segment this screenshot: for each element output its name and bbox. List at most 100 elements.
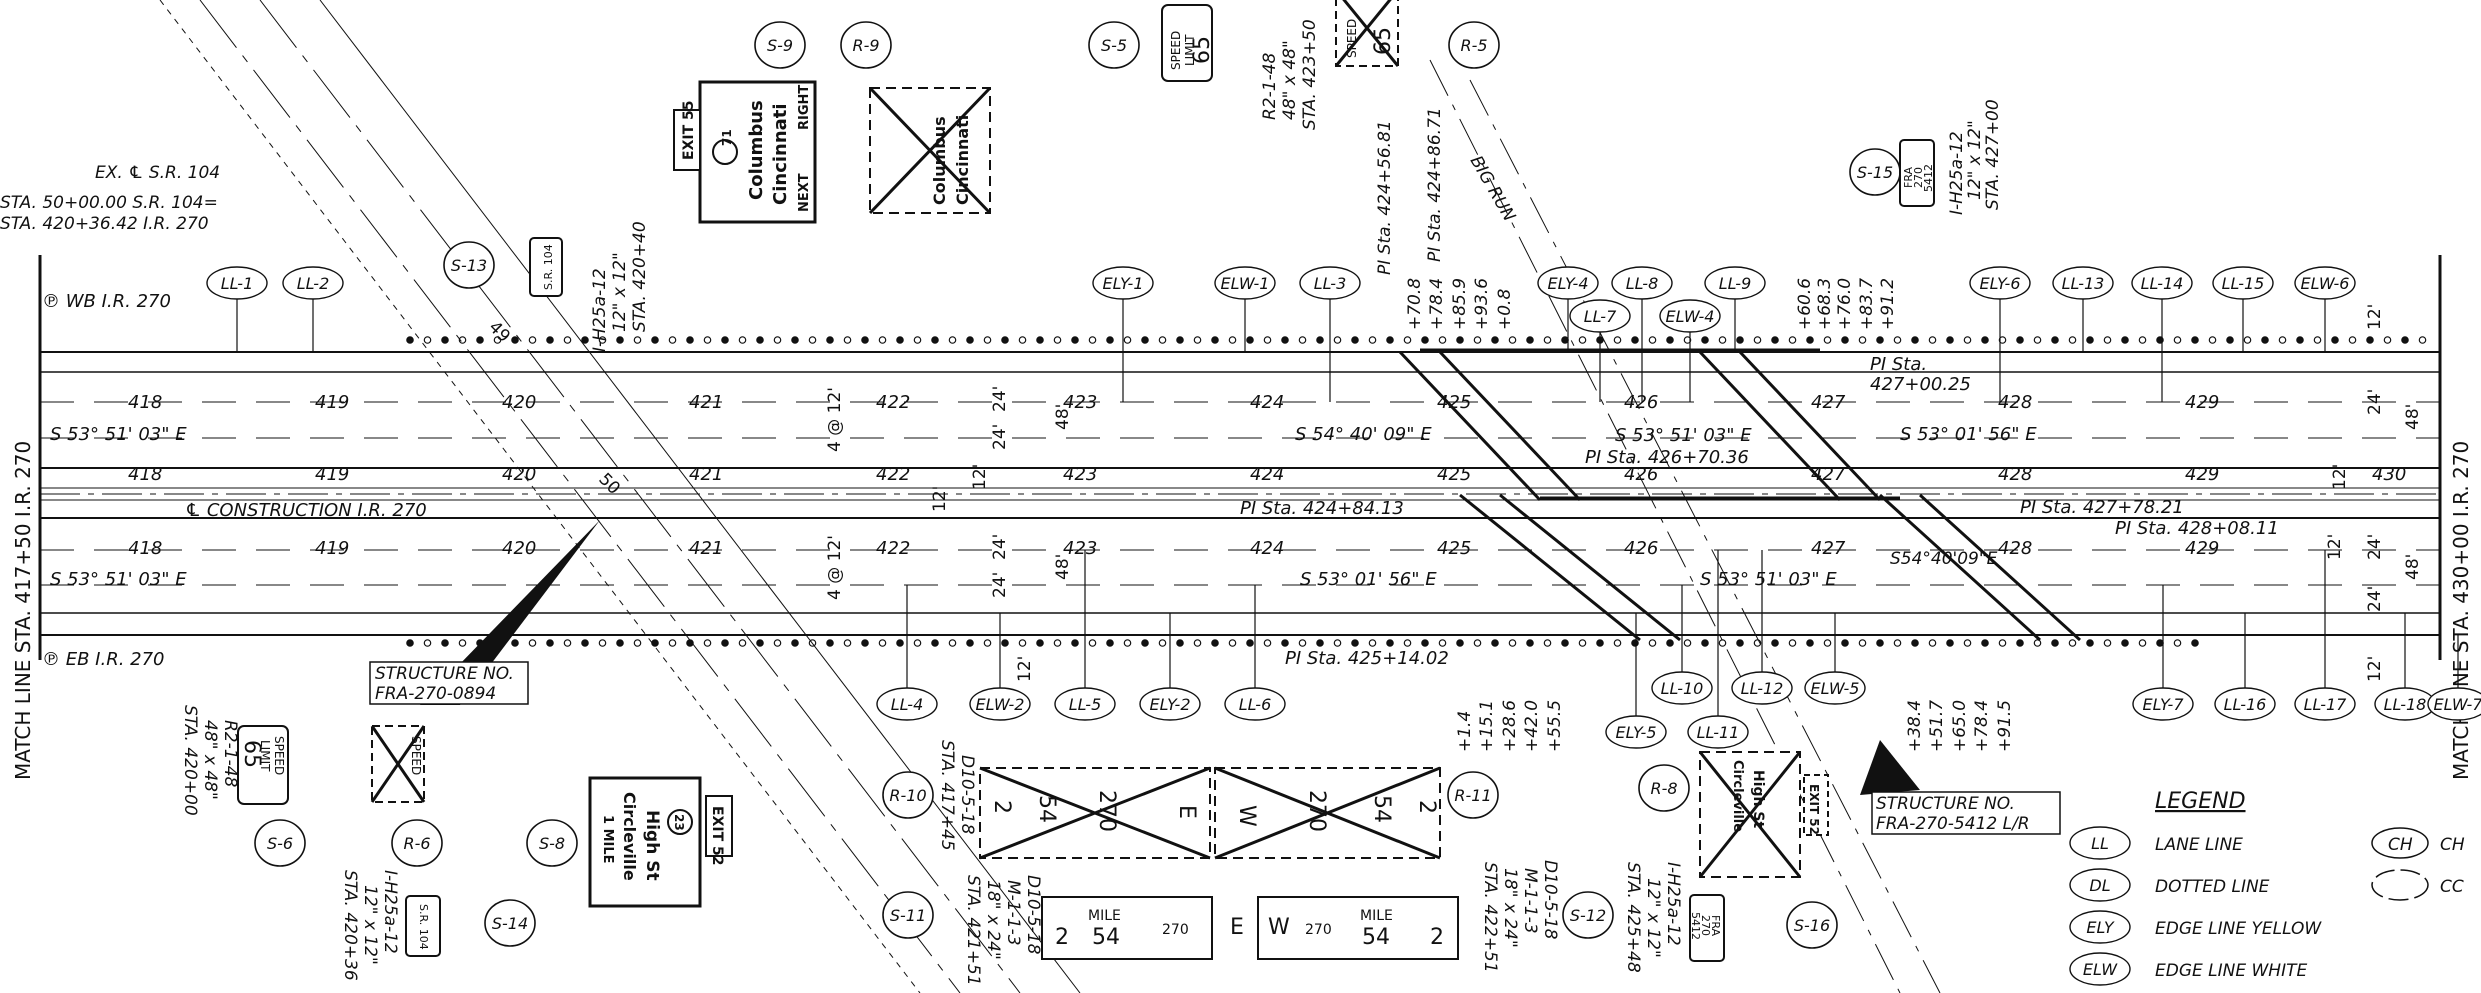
structure-text: FRA-270-0894 bbox=[375, 684, 496, 704]
guardrail-post bbox=[773, 639, 782, 647]
guardrail-post bbox=[1508, 639, 1517, 647]
guardrail-post bbox=[1491, 639, 1499, 647]
guardrail-post bbox=[1001, 639, 1009, 647]
pi-label: PI Sta. 424+84.13 bbox=[1240, 498, 1404, 519]
note-text: D10-5-18 bbox=[1540, 860, 1560, 940]
legend-bubble bbox=[2069, 826, 2131, 860]
sign-notes: R2-1-48 48" x 48" STA. 423+50 I-H25a-12 … bbox=[180, 19, 2003, 985]
callout-label: LL-17 bbox=[2304, 695, 2348, 714]
station-label: 428 bbox=[1998, 464, 2032, 485]
callout-bubble bbox=[2214, 687, 2276, 721]
note-text: STA. 422+51 bbox=[1480, 862, 1500, 973]
guardrail-post bbox=[546, 639, 554, 647]
guardrail-post bbox=[1963, 336, 1972, 344]
callout-label: LL-1 bbox=[221, 274, 254, 293]
station-label: 429 bbox=[2185, 464, 2219, 485]
guide-sign-s9: EXIT 55 71 Columbus Cincinnati NEXT RIGH… bbox=[673, 80, 817, 224]
callout-label: ELW-1 bbox=[1221, 274, 1270, 293]
guardrail-post bbox=[791, 639, 799, 647]
sign-id-circle bbox=[391, 819, 443, 867]
guardrail-post bbox=[651, 639, 659, 647]
callout-bubble bbox=[1054, 687, 1116, 721]
guardrail-post bbox=[2016, 639, 2024, 647]
sign-id-circle bbox=[254, 819, 306, 867]
guardrail-post bbox=[1578, 639, 1587, 647]
sign-text: MILE bbox=[1360, 908, 1393, 924]
guardrail-post bbox=[493, 336, 502, 344]
sign-text: 270 bbox=[1305, 922, 1332, 938]
guardrail-posts bbox=[406, 336, 2427, 647]
sign-text: LIMIT bbox=[258, 740, 272, 772]
guardrail-post bbox=[1036, 336, 1044, 344]
guardrail-post bbox=[1823, 639, 1832, 647]
guardrail-post bbox=[1718, 639, 1727, 647]
bearing-label: S 53° 51' 03" E bbox=[50, 569, 187, 590]
big-run-line-a bbox=[1429, 59, 1901, 993]
guardrail-post bbox=[2138, 639, 2147, 647]
guardrail-post bbox=[1088, 336, 1097, 344]
callout-label: LL-6 bbox=[1239, 695, 1272, 714]
sign-id-label: S-15 bbox=[1857, 163, 1893, 182]
guardrail-post bbox=[983, 639, 992, 647]
callout-bubble bbox=[1611, 266, 1673, 300]
guardrail-post bbox=[1526, 639, 1534, 647]
guardrail-post bbox=[1543, 336, 1552, 344]
station-label: 430 bbox=[2372, 464, 2406, 485]
guardrail-post bbox=[1526, 336, 1534, 344]
guardrail-post bbox=[1718, 336, 1727, 344]
pi-label: PI Sta. 424+86.71 bbox=[1425, 107, 1445, 262]
sign-text: W bbox=[1268, 915, 1290, 940]
callout-label: ELW-4 bbox=[1666, 307, 1715, 326]
removed-sign-r8: High St Circleville EXIT 52 bbox=[1698, 751, 1829, 878]
guardrail-post bbox=[2261, 336, 2269, 344]
station-label: 427 bbox=[1811, 538, 1846, 559]
callout-bubble bbox=[1804, 671, 1866, 705]
bearing-label: S 53° 01' 56" E bbox=[1900, 424, 2037, 445]
guardrail-post bbox=[1456, 639, 1464, 647]
guardrail-post bbox=[423, 336, 432, 344]
sr104-line-a bbox=[199, 0, 961, 993]
station-label: 418 bbox=[128, 392, 162, 413]
guardrail-post bbox=[1036, 639, 1044, 647]
sign-id-label: S-8 bbox=[539, 834, 565, 853]
sign-text: Columbus bbox=[930, 116, 949, 205]
guardrail-post bbox=[861, 336, 869, 344]
guardrail-post bbox=[1211, 336, 1219, 344]
guardrail-post bbox=[2033, 639, 2042, 647]
note-text: R2-1-48 bbox=[220, 720, 240, 788]
sign-text: MILE bbox=[1088, 908, 1121, 924]
pi-label: PI Sta. 424+56.81 bbox=[1375, 120, 1395, 275]
callout-bubble bbox=[1224, 687, 1286, 721]
pi-label: PI Sta. 427+78.21 bbox=[2020, 497, 2184, 518]
callout-bubble bbox=[1704, 266, 1766, 300]
sign-text: 54 bbox=[1369, 795, 1394, 823]
guardrail-post bbox=[1316, 336, 1324, 344]
guardrail-post bbox=[1351, 336, 1359, 344]
sr104-line-b bbox=[259, 0, 1021, 993]
note-text: R2-1-48 bbox=[1260, 52, 1280, 120]
guardrail-post bbox=[1946, 336, 1954, 344]
guardrail-post bbox=[2138, 336, 2147, 344]
offset-label: +93.6 bbox=[1472, 278, 1492, 330]
note-text: 18" x 24" bbox=[983, 880, 1003, 960]
guardrail-post bbox=[1001, 336, 1009, 344]
guardrail-post bbox=[703, 639, 712, 647]
speed-limit-sign-s5: SPEED LIMIT 65 bbox=[1161, 4, 1215, 82]
sign-id-circle bbox=[526, 819, 578, 867]
guardrail-post bbox=[2296, 336, 2304, 344]
guardrail-post bbox=[1911, 336, 1919, 344]
guardrail-post bbox=[1246, 336, 1254, 344]
offset-label: +76.0 bbox=[1835, 278, 1855, 330]
callout-bubble bbox=[2132, 687, 2194, 721]
bearing-label: S 53° 51' 03" E bbox=[1700, 569, 1837, 590]
guardrail-post bbox=[826, 639, 834, 647]
removed-mile-panels bbox=[979, 766, 1441, 860]
sign-text: SPEED bbox=[272, 736, 286, 775]
guardrail-post bbox=[913, 336, 922, 344]
guardrail-post bbox=[1298, 336, 1307, 344]
sign-text: 1 MILE bbox=[600, 815, 615, 864]
removed-panel-text: 2 54 270 E W 270 54 2 bbox=[989, 790, 1439, 832]
guardrail-post bbox=[2348, 336, 2357, 344]
guardrail-post bbox=[1736, 336, 1744, 344]
